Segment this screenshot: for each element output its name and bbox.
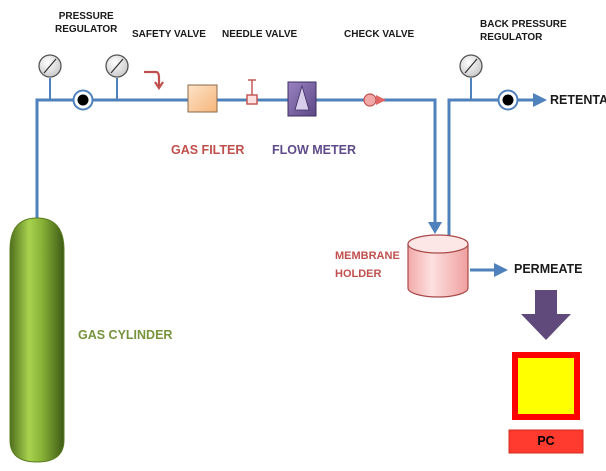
check-valve-label: CHECK VALVE <box>344 29 415 40</box>
pc-base <box>508 429 584 454</box>
pressure-regulator-valve-icon <box>72 89 94 111</box>
back-pressure-gauge-icon <box>459 54 483 100</box>
permeate-down-arrow-icon <box>521 290 571 340</box>
pc-label: PC <box>537 434 555 448</box>
membrane-inlet-arrow-icon <box>428 222 442 234</box>
retentate-label: RETENTATE <box>550 93 606 107</box>
pressure-regulator-gauge-1-icon <box>38 54 62 100</box>
gas-filter-label: GAS FILTER <box>171 143 245 157</box>
flow-meter-label: FLOW METER <box>272 143 357 157</box>
needle-valve-icon <box>246 79 258 105</box>
membrane-label-line2: HOLDER <box>335 268 382 280</box>
permeate-arrow-icon <box>494 263 508 277</box>
gas-cylinder-label: GAS CYLINDER <box>78 328 173 342</box>
main-pipe <box>35 98 437 225</box>
gas-filter-box <box>187 84 218 113</box>
back-pressure-regulator-label: BACK PRESSURE REGULATOR <box>480 18 567 44</box>
check-valve-icon <box>363 93 386 107</box>
membrane-label-line1: MEMBRANE <box>335 250 400 262</box>
retentate-pipe <box>447 98 535 238</box>
membrane-holder <box>407 234 469 298</box>
safety-valve-icon <box>144 70 164 90</box>
pressure-regulator-gauge-2-icon <box>105 54 129 100</box>
pressure-regulator-label-line1: PRESSURE <box>58 11 114 22</box>
permeate-label: PERMEATE <box>514 262 583 276</box>
safety-valve-label: SAFETY VALVE <box>132 29 206 40</box>
membrane-holder-label: MEMBRANE HOLDER <box>335 247 400 283</box>
back-pressure-label-line1: BACK PRESSURE <box>480 19 567 30</box>
pc-monitor <box>512 352 580 420</box>
retentate-arrow-icon <box>533 93 547 107</box>
back-pressure-valve-icon <box>497 89 519 111</box>
pressure-regulator-label: PRESSURE REGULATOR <box>55 10 117 36</box>
pressure-regulator-label-line2: REGULATOR <box>55 24 118 35</box>
flow-meter-box <box>287 81 317 117</box>
back-pressure-label-line2: REGULATOR <box>480 32 543 43</box>
gas-cylinder <box>9 217 65 463</box>
needle-valve-label: NEEDLE VALVE <box>222 29 298 40</box>
